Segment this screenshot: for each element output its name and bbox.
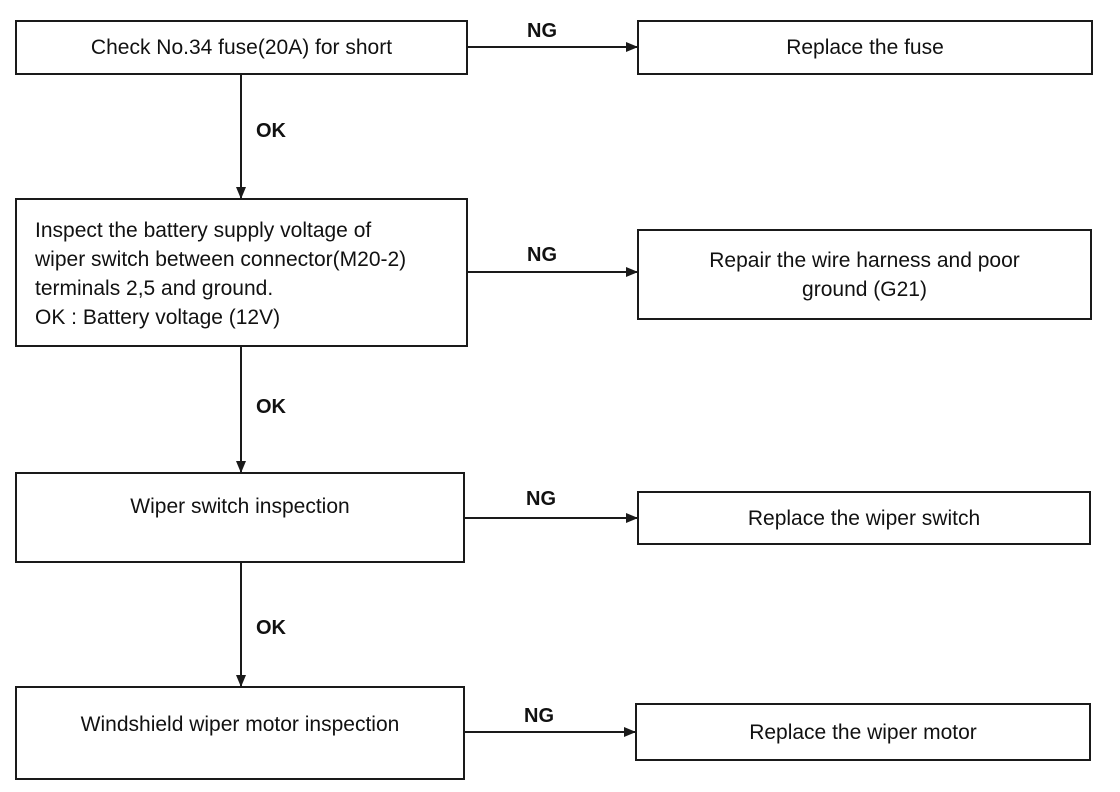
step-wiper-switch-text: Wiper switch inspection xyxy=(130,495,350,518)
step-inspect-line-4: OK : Battery voltage (12V) xyxy=(35,306,281,329)
ok-label-2: OK xyxy=(256,396,286,418)
step-inspect-battery-voltage-box: Inspect the battery supply voltage of wi… xyxy=(15,198,468,347)
action-repair-harness-box: Repair the wire harness and poor ground … xyxy=(637,229,1092,320)
ng-label-1: NG xyxy=(527,20,557,42)
step-inspect-line-2: wiper switch between connector(M20-2) xyxy=(35,248,407,271)
action-repair-line-1: Repair the wire harness and poor xyxy=(709,248,1020,272)
action-replace-wiper-switch-box: Replace the wiper switch xyxy=(637,491,1091,545)
ok-label-3: OK xyxy=(256,617,286,639)
step-inspect-line-1: Inspect the battery supply voltage of xyxy=(35,219,372,242)
step-wiper-motor-inspection-box: Windshield wiper motor inspection xyxy=(15,686,465,780)
action-repair-line-2: ground (G21) xyxy=(802,277,927,301)
action-replace-wiper-motor-text: Replace the wiper motor xyxy=(749,720,977,744)
ok-label-1: OK xyxy=(256,120,286,142)
step-wiper-switch-inspection-box: Wiper switch inspection xyxy=(15,472,465,563)
action-replace-wiper-switch-text: Replace the wiper switch xyxy=(747,506,981,530)
action-replace-fuse-box: Replace the fuse xyxy=(637,20,1093,75)
action-replace-fuse-text: Replace the fuse xyxy=(786,36,944,59)
ng-label-4: NG xyxy=(524,705,554,727)
step-check-fuse-box: Check No.34 fuse(20A) for short xyxy=(15,20,468,75)
step-check-fuse-text: Check No.34 fuse(20A) for short xyxy=(90,36,393,59)
step-wiper-motor-text: Windshield wiper motor inspection xyxy=(80,713,400,736)
step-inspect-line-3: terminals 2,5 and ground. xyxy=(35,277,274,300)
ng-label-3: NG xyxy=(526,488,556,510)
ng-label-2: NG xyxy=(527,244,557,266)
action-replace-wiper-motor-box: Replace the wiper motor xyxy=(635,703,1091,761)
